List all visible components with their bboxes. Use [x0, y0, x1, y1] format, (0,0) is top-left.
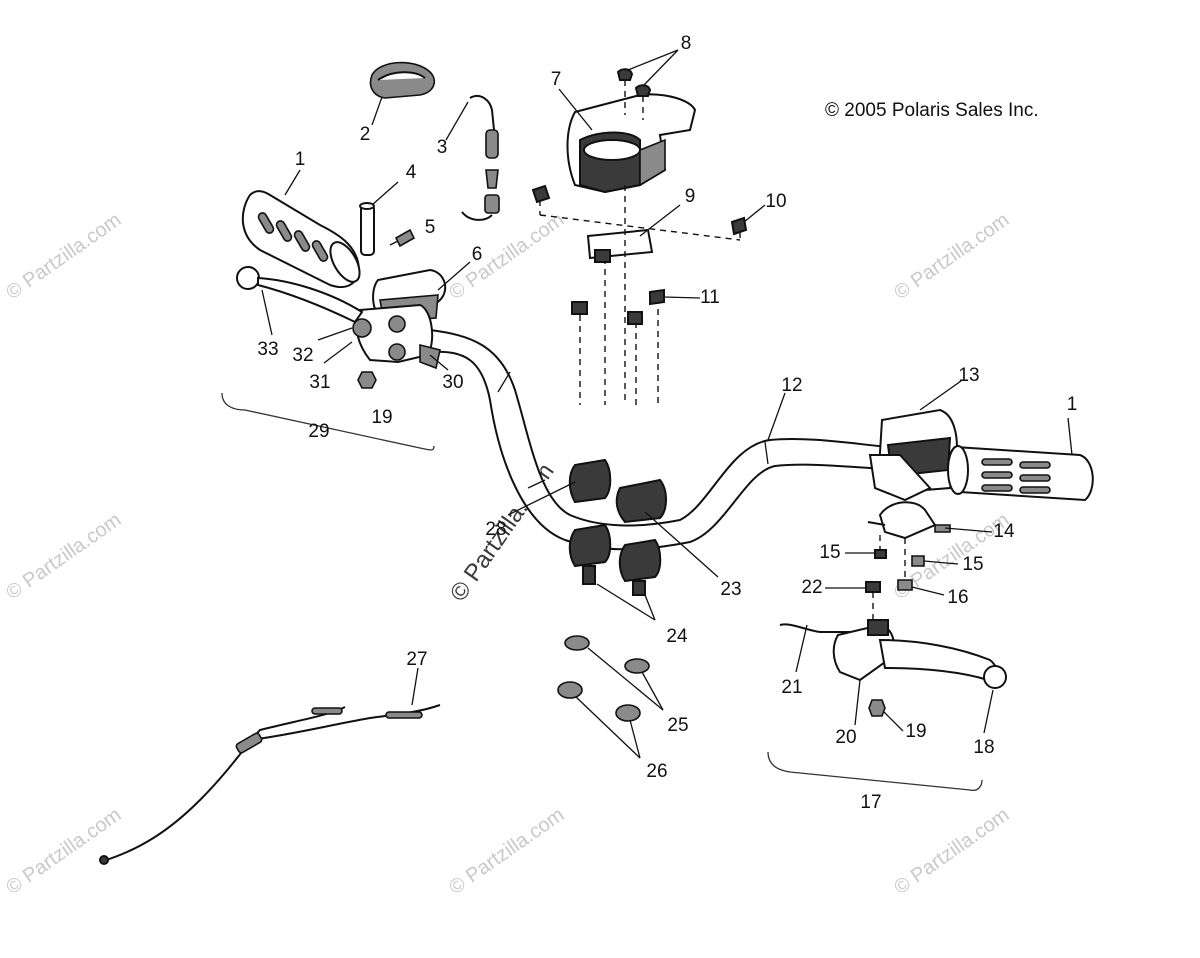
guide-lines	[579, 185, 659, 405]
switch-wire	[461, 94, 500, 221]
watermark: © Partzilla.com	[445, 209, 568, 304]
callout-32: 32	[292, 345, 313, 366]
callout-21: 21	[781, 677, 802, 698]
callout-26: 26	[646, 761, 667, 782]
clamps	[568, 458, 667, 596]
callout-19a: 19	[371, 407, 392, 428]
watermark: © Partzilla.com	[2, 804, 125, 899]
brake-lever-right	[779, 581, 1007, 717]
bolt-set	[571, 249, 665, 325]
callout-29: 29	[308, 421, 329, 442]
watermark: © Partzilla.com	[2, 209, 125, 304]
callout-14: 14	[993, 521, 1015, 542]
watermark: © Partzilla.com	[445, 804, 568, 899]
callout-20: 20	[835, 727, 856, 748]
watermark: © Partzilla.com	[2, 509, 125, 604]
callout-18: 18	[973, 737, 994, 758]
callout-6: 6	[472, 244, 483, 265]
callout-25: 25	[667, 715, 688, 736]
callout-13: 13	[958, 365, 979, 386]
callout-24: 24	[666, 626, 688, 647]
callout-15b: 15	[962, 554, 983, 575]
watermark: © Partzilla.com	[890, 804, 1013, 899]
callout-labels: 1 1 2 3 4 5 6 7 8 9 10 11 12 13 14 15 15…	[257, 33, 1077, 813]
callout-5: 5	[425, 217, 436, 238]
callout-2: 2	[360, 124, 371, 145]
watermark: © Partzilla.com	[890, 209, 1013, 304]
callout-9: 9	[685, 186, 696, 207]
callout-12: 12	[781, 375, 802, 396]
callout-33: 33	[257, 339, 278, 360]
throttle-cables	[99, 704, 441, 865]
left-grip	[241, 190, 361, 288]
right-control-housing	[868, 408, 958, 502]
callout-15a: 15	[819, 542, 840, 563]
callout-19b: 19	[905, 721, 926, 742]
pin	[359, 202, 375, 256]
brake-lever-left	[236, 266, 364, 324]
switch-housing	[566, 93, 697, 194]
right-grip	[947, 445, 1094, 502]
callout-1a: 1	[295, 149, 306, 170]
callout-4: 4	[406, 162, 417, 183]
throttle-housing	[352, 268, 447, 370]
leader-lines	[261, 49, 1073, 759]
screw	[389, 228, 416, 248]
callout-3: 3	[437, 137, 448, 158]
callout-22: 22	[801, 577, 822, 598]
assembly-bracket-left	[221, 392, 435, 451]
callout-7: 7	[551, 69, 562, 90]
callout-10: 10	[765, 191, 786, 212]
screw-set	[616, 68, 652, 120]
callout-17: 17	[860, 792, 881, 813]
throttle-cover	[369, 61, 436, 99]
nut	[357, 371, 377, 389]
copyright-text: © 2005 Polaris Sales Inc.	[825, 100, 1039, 121]
callout-27: 27	[406, 649, 427, 670]
callout-31: 31	[309, 372, 330, 393]
callout-8: 8	[681, 33, 692, 54]
brake-switch	[867, 501, 951, 591]
callout-11: 11	[700, 287, 720, 308]
callout-28: 28	[485, 519, 506, 540]
callout-16: 16	[947, 587, 968, 608]
callout-23: 23	[720, 579, 741, 600]
washers	[557, 635, 650, 722]
assembly-bracket-right	[767, 751, 983, 792]
callout-1b: 1	[1067, 394, 1078, 415]
side-screws	[531, 184, 748, 241]
callout-30: 30	[442, 372, 463, 393]
